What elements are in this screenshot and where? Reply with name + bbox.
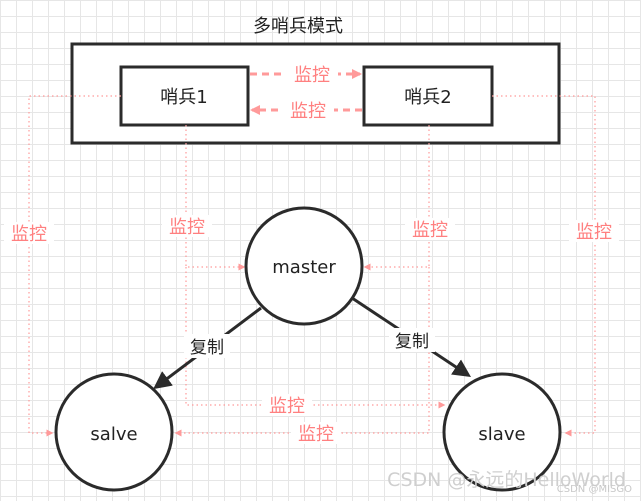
monitor-label-left: 监控 <box>11 224 47 245</box>
sentinel2-to-slave-outer-path <box>492 95 596 437</box>
monitor-label-top: 监控 <box>294 65 330 86</box>
sentinel-1-box <box>119 65 250 127</box>
monitor-label-bg-bottom1 <box>262 394 312 416</box>
sentinel2-to-salve-path <box>174 267 430 437</box>
monitor-label-s2: 监控 <box>412 220 448 241</box>
watermark-small: CSDN @MISGO <box>557 484 632 495</box>
replicate-label-left: 复制 <box>190 338 224 358</box>
sentinel-2-box <box>362 65 494 127</box>
master-node-label: master <box>272 257 336 278</box>
monitor-label-bg-right <box>569 220 619 242</box>
slave-node <box>442 372 562 492</box>
monitor-label-bg-left <box>4 222 54 244</box>
sentinel1-to-salve-outer-path <box>28 95 121 437</box>
sentinel2-to-master-path <box>363 125 430 271</box>
replicate-label-right: 复制 <box>395 332 429 352</box>
sentinel-1-label: 哨兵1 <box>160 87 207 108</box>
salve-node <box>54 372 174 492</box>
watermark-main: CSDN @永远的HelloWorld <box>387 469 626 491</box>
monitor-label-bg-bottom2 <box>291 422 341 444</box>
sentinel1-to-master-path <box>185 125 246 271</box>
sentinel1-to-slave-path <box>185 267 446 409</box>
diagram-title: 多哨兵模式 <box>253 16 343 37</box>
replicate-label-bg-right <box>389 328 435 352</box>
monitor-label-bg-top <box>286 63 338 85</box>
monitor-label-bottom1: 监控 <box>269 396 305 417</box>
monitor-label-s1: 监控 <box>169 217 205 238</box>
salve-node-label: salve <box>90 424 137 445</box>
monitor-label-bg-s2 <box>405 218 455 240</box>
monitor-label-bg-mid <box>282 99 334 121</box>
monitor-label-bg-s1 <box>162 215 212 237</box>
monitor-label-mid: 监控 <box>290 101 326 122</box>
replicate-label-bg-left <box>184 334 230 358</box>
slave-node-label: slave <box>478 424 525 445</box>
sentinel-2-label: 哨兵2 <box>404 87 451 108</box>
monitor-label-bottom2: 监控 <box>298 424 334 445</box>
master-node <box>244 206 364 326</box>
monitor-label-right: 监控 <box>576 222 612 243</box>
